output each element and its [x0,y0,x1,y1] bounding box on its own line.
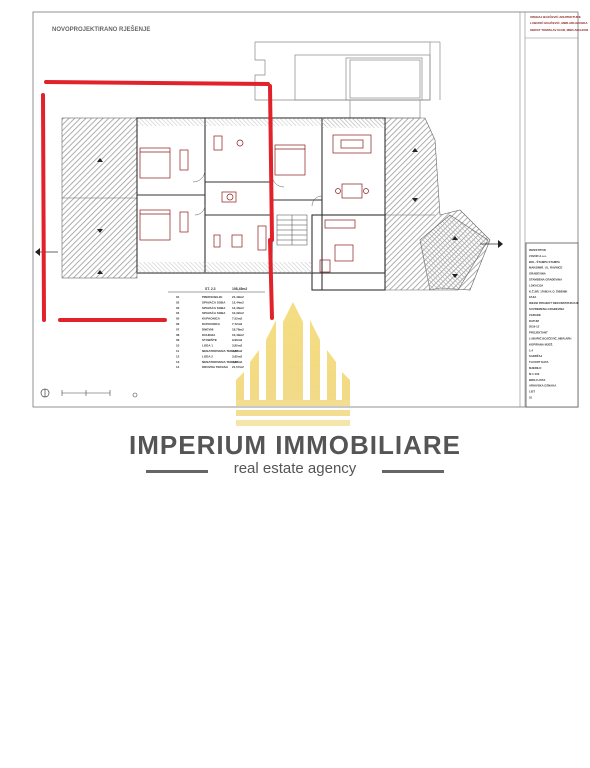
bathroom-fixtures [213,135,354,273]
title-block-line: M 1:100 [529,372,540,376]
title-block-line: INVESTITOR [529,248,546,252]
area-row-label: LODA 2 [202,354,213,358]
area-row-label: NENATKRIVENA TERASA [202,349,240,353]
title-block-line: PROJEKTANT [529,331,548,335]
staircase [276,214,308,246]
brand-tagline: real estate agency [233,460,357,477]
area-row-label: SPAVAĆA SOBA [202,310,226,315]
title-block-line: SADRŽAJ [529,353,543,358]
area-row-value: 12,44m2 [232,300,244,304]
area-row-label: NENATKRIVENA TERASA [202,360,240,364]
brand-rule-right [382,470,444,473]
area-row-value: 21,57m2 [232,365,244,369]
area-row-number: 08 [176,333,180,337]
title-block-line: FAZA [529,295,536,299]
area-row-value: 7,72m2 [232,322,243,326]
brand-rule-left [146,470,208,473]
title-block-line: 1:4 [529,348,533,352]
area-row-number: 09 [176,338,180,342]
title-block [525,242,579,408]
area-row-number: 05 [176,317,180,321]
area-table-header: ST. 2.3 [205,287,216,291]
roof-terrace-outline [254,41,441,119]
area-row-label: KUHINJA [202,333,216,337]
area-row-number: 03 [176,306,180,310]
title-block-header-2: LUBURIĆ BOJČEVIĆ, MBR.ARH.BOGDA [530,20,588,25]
area-row-value: 3,85m2 [232,344,243,348]
bedroom-furniture [139,144,306,241]
area-row-label: KUPAONICA [202,322,221,326]
red-boundary-markers [41,80,274,322]
area-row-value: 18,78m2 [232,327,244,331]
title-block-text: INVESTITOR ZAVOD d.o.o.BOL. ŠTAMPA STAMPA… [529,248,579,400]
title-block-line: LOKACIJA [529,283,543,287]
title-block-line: ARHIVSKA OZNAKA [529,384,556,388]
title-block-line: ZGRADE [529,313,541,317]
area-row-value: 3,85m2 [232,354,243,358]
area-row-number: 02 [176,300,180,304]
title-block-line: MJERILO [529,366,542,370]
area-row-value: 7,52m2 [232,317,243,321]
area-row-label: SPAVAĆA SOBA [202,305,226,310]
area-row-value: 10,32m2 [232,311,244,315]
company-logo-icon [236,302,350,426]
roof-arrow-icon [97,158,103,162]
title-block-line: IDEJNI PROJEKT REKONSTRUKCIJE [529,301,579,305]
title-block-line: STAMBENA GRAĐEVINA [529,278,562,282]
area-row-number: 01 [176,295,180,299]
title-block-line: 2019-12 [529,325,540,329]
section-marker-icon [35,240,503,256]
area-row-number: 12 [176,354,180,358]
area-row-label: STUBIŠTE [202,337,217,342]
title-block-line: BROJ LISTA [529,378,545,382]
area-row-number: 10 [176,344,180,348]
sheet-border [32,11,579,408]
title-block-line: K.Č.BR. 1768/3 K.O. ŠIBENIK [529,288,567,293]
area-row-value: 21,49m2 [232,295,244,299]
title-block-line: MAKSIMIR. UL. RAVNICE [529,266,562,270]
area-table-header-value: 198,45m2 [232,287,247,291]
title-block-header-1: UREĐAJ BOJČEVIĆ ARHITEKTURE [530,14,581,19]
area-row-number: 11 [176,349,180,353]
title-block-line: DATUM [529,319,540,323]
area-row-label: DNEVNI [202,327,214,331]
area-row-label: KUPAONICA [202,317,221,321]
title-block-line: 10 [529,396,533,400]
brand-block: IMPERIUM IMMOBILIARE real estate agency [0,430,590,480]
title-block-line: ZAVOD d.o.o. [529,254,547,258]
title-block-line: GRAĐEVINA [529,272,546,276]
area-row-value: 3,85m2 [232,360,243,364]
title-block-line: BOL. ŠTAMPA STAMPA [529,259,560,264]
floor-plan-drawing: NOVOPROJEKTIRANO RJEŠENJE UREĐAJ BOJČEVI… [32,11,589,426]
living-furniture [324,134,372,229]
area-row-value: 10,49m2 [232,333,244,337]
area-row-label: LODA 1 [202,344,213,348]
area-row-number: 06 [176,322,180,326]
title-block-line: KOPIRANA MJEŠ. [529,341,553,346]
area-row-number: 07 [176,327,180,331]
area-row-value: 12,46m2 [232,306,244,310]
title-block-line: TLOCRT KATA [529,360,548,364]
title-block-header-3: OBRAT TOMISLAV IGOR, MBR.ARH.0000 [530,28,589,32]
area-row-label: KROVNA TERASA [202,365,229,369]
roof-arrow-icon [97,229,103,233]
brand-name: IMPERIUM IMMOBILIARE [129,430,461,460]
area-row-number: 13 [176,360,180,364]
area-row-number: 04 [176,311,180,315]
drawing-heading: NOVOPROJEKTIRANO RJEŠENJE [52,25,150,33]
area-row-value: 9,96m2 [232,338,243,342]
title-block-line: LUBURIĆ BOJČEVIĆ, MBR.ARH [529,336,571,341]
area-row-value: 3,85m2 [232,349,243,353]
area-row-label: PREDSOBLJE [202,295,222,299]
area-row-number: 14 [176,365,180,369]
title-block-line: LIST [529,390,535,394]
area-row-label: SPAVAĆA SOBA [202,299,226,304]
title-block-line: SUVREMENA GRAĐEVINA [529,307,564,311]
